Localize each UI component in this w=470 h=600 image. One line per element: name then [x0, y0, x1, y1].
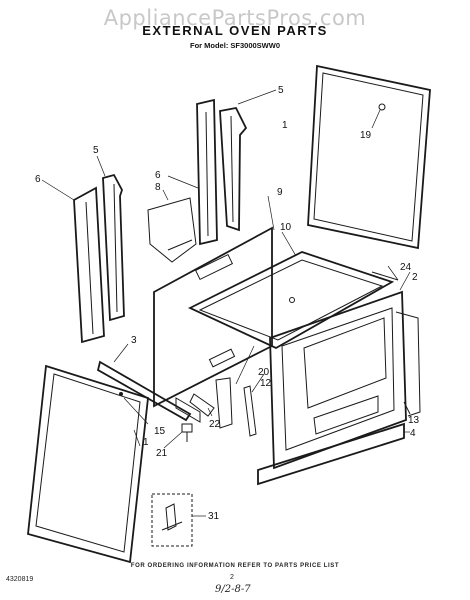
date-code: 9/2-8-7 — [215, 584, 251, 595]
part-6-center-side-panel — [167, 98, 218, 246]
ordering-note: FOR ORDERING INFORMATION REFER TO PARTS … — [130, 563, 340, 569]
page-number: 2 — [230, 574, 234, 581]
part-5-center-trim — [219, 89, 277, 232]
part-15-21-leveler — [119, 392, 193, 449]
callout-6-center: 6 — [155, 170, 161, 181]
callout-labels: 1 1 2 3 4 5 5 6 6 8 9 10 12 13 15 19 20 … — [35, 85, 420, 522]
part-5-left-trim — [96, 155, 125, 322]
part-6-left-side-panel — [41, 179, 105, 344]
callout-21: 21 — [156, 448, 168, 459]
page-title: EXTERNAL OVEN PARTS — [142, 23, 328, 38]
part-4-kick-plate — [257, 422, 410, 486]
callout-6-left: 6 — [35, 174, 41, 185]
part-13-hinge — [403, 401, 411, 415]
part-3-rail — [96, 343, 192, 422]
callout-15: 15 — [154, 426, 166, 437]
part-20-12-22-hinge-parts — [175, 345, 265, 437]
document-id: 4320819 — [6, 576, 34, 583]
part-2-door — [269, 271, 421, 470]
callout-22: 22 — [209, 419, 221, 430]
watermark: AppliancePartsPros.com — [103, 6, 367, 30]
callout-1-bottom: 1 — [143, 437, 149, 448]
model-number: For Model: SF3000SWW0 — [189, 41, 280, 50]
part-24-strip — [371, 265, 399, 281]
callout-12: 12 — [260, 378, 272, 389]
part-8-bracket — [147, 189, 197, 263]
part-1-bottom-frame — [27, 364, 149, 564]
callout-2: 2 — [412, 272, 418, 283]
callout-3: 3 — [131, 335, 137, 346]
callout-9: 9 — [277, 187, 283, 198]
callout-24: 24 — [400, 262, 412, 273]
callout-1-top: 1 — [282, 120, 288, 131]
callout-31: 31 — [208, 511, 220, 522]
callout-13: 13 — [408, 415, 420, 426]
part-31-hardware-kit — [151, 493, 206, 547]
part-1-top-frame — [307, 64, 431, 250]
callout-4: 4 — [410, 428, 416, 439]
callout-20: 20 — [258, 367, 270, 378]
part-10-top-panel — [187, 231, 395, 350]
callout-5-left: 5 — [93, 145, 99, 156]
callout-8: 8 — [155, 182, 161, 193]
callout-5-top: 5 — [278, 85, 284, 96]
callout-10: 10 — [280, 222, 292, 233]
callout-19: 19 — [360, 130, 372, 141]
